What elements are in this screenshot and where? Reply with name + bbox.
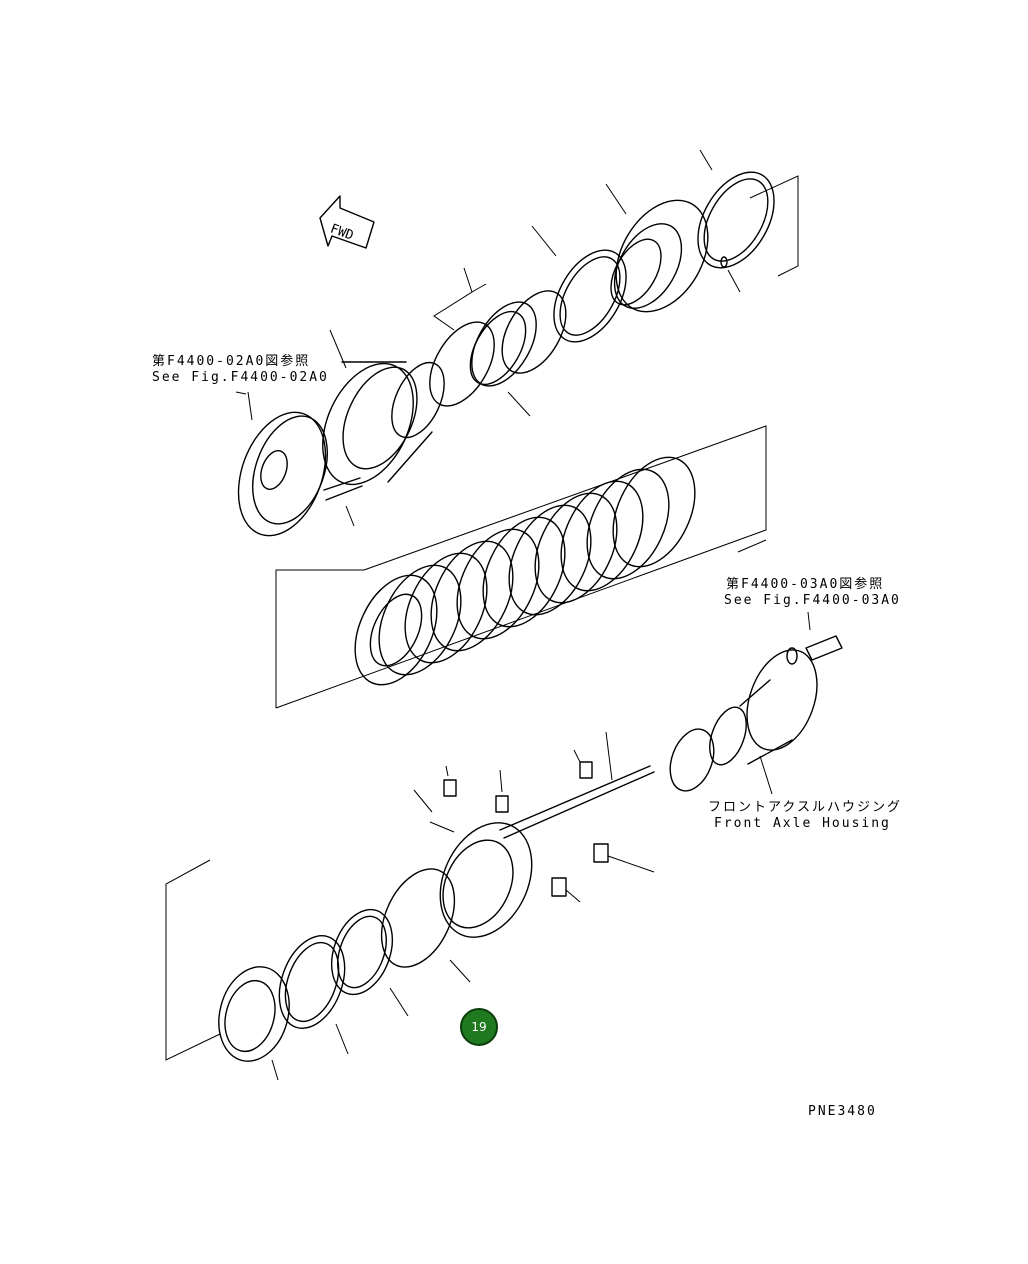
housing-label-jp: フロントアクスルハウジング: [708, 800, 902, 815]
carrier-plate: [237, 391, 363, 537]
front-axle-housing: [669, 635, 843, 795]
housing-label-en: Front Axle Housing: [714, 816, 891, 831]
reference-note-1-en: See Fig.F4400-02A0: [152, 370, 329, 385]
reference-note-2-jp: 第F4400-03A0図参照: [726, 577, 885, 592]
reference-leaders: [235, 391, 811, 631]
carrier-drum: [322, 329, 445, 486]
drawing-code: PNE3480: [808, 1104, 877, 1119]
clutch-disc-stack: [275, 425, 767, 709]
reference-note-1-jp: 第F4400-02A0図参照: [152, 354, 311, 369]
fwd-text: FWD: [328, 222, 355, 244]
top-ring-assembly: [531, 149, 799, 343]
brake-housing: [380, 822, 533, 983]
callout-19[interactable]: 19: [460, 1008, 498, 1046]
lower-rings: [165, 859, 409, 1081]
snap-rings: [429, 267, 567, 417]
bolts-and-pins: [413, 731, 655, 903]
reference-note-2-en: See Fig.F4400-03A0: [724, 593, 901, 608]
fwd-arrow: FWD: [319, 195, 375, 249]
